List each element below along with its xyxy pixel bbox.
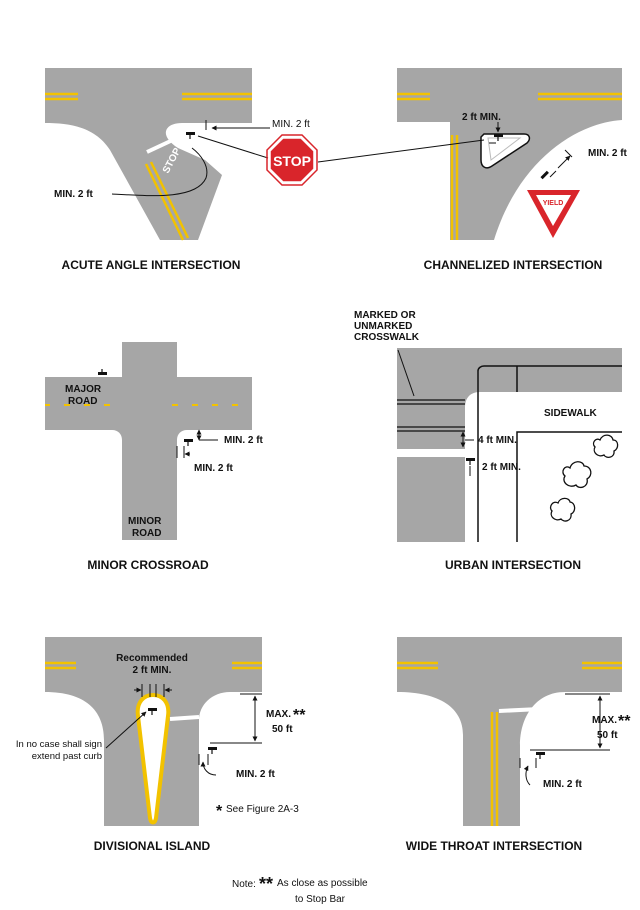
svg-text:**: ** <box>618 713 631 730</box>
note-prefix: Note: <box>232 879 256 890</box>
stop-sign-icon: STOP <box>266 134 318 186</box>
urban-stop-bar <box>397 449 465 457</box>
minor-caption: MINOR CROSSROAD <box>87 558 209 572</box>
minor-road <box>45 342 252 540</box>
divisional-min-leader <box>200 761 217 776</box>
urban-crosswalk-1: MARKED OR <box>354 310 416 321</box>
divisional-recommended-1: Recommended <box>116 653 188 664</box>
minor-crossroad-panel: MIN. 2 ft MIN. 2 ft MAJOR ROAD MINOR ROA… <box>45 342 264 572</box>
divisional-max-1: MAX. <box>266 709 291 720</box>
note-text-1: As close as possible <box>277 878 368 889</box>
channelized-min-right: MIN. 2 ft <box>588 148 628 159</box>
wide-throat-max-1: MAX. <box>592 715 617 726</box>
wide-throat-centerline-left <box>397 661 438 670</box>
acute-min-top: MIN. 2 ft <box>272 119 310 130</box>
divisional-centerline-left <box>45 661 76 670</box>
acute-sign-icon <box>186 132 195 139</box>
urban-crosswalk-lines <box>397 399 465 432</box>
urban-min-4: 4 ft MIN. <box>478 435 517 446</box>
footnote: Note: ** As close as possible to Stop Ba… <box>232 874 368 905</box>
wide-throat-caption: WIDE THROAT INTERSECTION <box>406 839 582 853</box>
divisional-panel: Recommended 2 ft MIN. In no case shall s… <box>16 637 306 853</box>
channelized-caption: CHANNELIZED INTERSECTION <box>424 258 603 272</box>
wide-throat-min-leader <box>523 765 531 786</box>
wide-throat-stop-bar <box>498 707 541 713</box>
note-text-2: to Stop Bar <box>295 894 346 905</box>
yield-sign-icon: YIELD <box>527 190 580 238</box>
divisional-min-bottom: MIN. 2 ft <box>236 769 276 780</box>
wide-throat-min-bottom: MIN. 2 ft <box>543 779 583 790</box>
acute-leader-stop <box>197 135 269 159</box>
channelized-vertical-centerline <box>450 135 459 240</box>
wide-throat-vertical-centerline <box>490 712 499 826</box>
divisional-sign-icon <box>148 708 157 715</box>
urban-crosswalk-leader <box>397 349 415 397</box>
divisional-dim-top <box>134 684 172 697</box>
divisional-no-case-2: extend past curb <box>32 751 102 762</box>
tree-icon-1 <box>592 434 619 458</box>
divisional-max-2: 50 ft <box>272 724 293 735</box>
divisional-sign-icon-right <box>208 747 217 754</box>
wide-throat-max-2: 50 ft <box>597 730 618 741</box>
yield-sign-text: YIELD <box>543 200 564 207</box>
stop-sign-text: STOP <box>273 153 311 169</box>
channelized-island <box>480 133 531 169</box>
acute-leader-left <box>111 147 208 197</box>
minor-road-label-2: ROAD <box>132 528 161 539</box>
svg-text:*: * <box>216 803 223 820</box>
divisional-no-case-1: In no case shall sign <box>16 739 102 750</box>
wide-throat-panel: MAX. ** 50 ft MIN. 2 ft WIDE THROAT INTE… <box>397 637 631 853</box>
channelized-dim <box>557 155 571 169</box>
minor-min-bottom: MIN. 2 ft <box>194 463 234 474</box>
divisional-caption: DIVISIONAL ISLAND <box>94 839 211 853</box>
acute-angle-panel: STOP MIN. 2 ft MIN. 2 ft STOP ACUTE ANGL… <box>45 68 318 272</box>
wide-throat-road <box>397 637 622 826</box>
divisional-see-figure: See Figure 2A-3 <box>226 804 299 815</box>
major-road-label-2: ROAD <box>68 396 97 407</box>
urban-min-2: 2 ft MIN. <box>482 462 521 473</box>
divisional-no-case-leader <box>105 711 147 749</box>
divisional-centerline-right <box>232 661 262 670</box>
channelized-min-top: 2 ft MIN. <box>462 112 501 123</box>
acute-stop-bar <box>146 136 178 154</box>
acute-min-left: MIN. 2 ft <box>54 189 94 200</box>
acute-caption: ACUTE ANGLE INTERSECTION <box>62 258 241 272</box>
major-road-label-1: MAJOR <box>65 384 102 395</box>
wide-throat-centerline-right <box>582 661 622 670</box>
urban-caption: URBAN INTERSECTION <box>445 558 581 572</box>
channelized-yield-post-icon <box>540 170 549 180</box>
tree-icon-2 <box>562 461 592 489</box>
acute-centerline-left <box>45 92 78 101</box>
divisional-recommended-2: 2 ft MIN. <box>133 665 172 676</box>
wide-throat-sign-icon <box>536 752 545 759</box>
urban-sign-icon <box>466 458 475 465</box>
urban-sidewalk-lines <box>477 365 622 542</box>
minor-sign-icon-top <box>98 369 107 375</box>
minor-sign-icon-bottom <box>184 439 193 446</box>
channelized-centerline-left <box>397 92 430 101</box>
acute-diagonal-centerline <box>144 161 190 241</box>
urban-crosswalk-3: CROSSWALK <box>354 332 420 343</box>
minor-road-label-1: MINOR <box>128 516 162 527</box>
divisional-stop-bar <box>169 715 200 721</box>
acute-centerline-right <box>182 92 252 101</box>
minor-min-right: MIN. 2 ft <box>224 435 264 446</box>
acute-road <box>45 68 252 240</box>
channelized-panel: 2 ft MIN. MIN. 2 ft YIELD CHANNELIZED IN… <box>317 68 628 272</box>
channelized-sign-icon <box>494 134 503 141</box>
urban-road <box>397 348 622 542</box>
svg-text:**: ** <box>259 874 273 894</box>
svg-text:**: ** <box>293 707 306 724</box>
tree-icon-3 <box>549 497 576 522</box>
channelized-centerline-right <box>538 92 622 101</box>
urban-sidewalk: SIDEWALK <box>544 408 598 419</box>
urban-panel: SIDEWALK 4 ft MIN. 2 ft MIN. MARKED OR U… <box>354 310 622 572</box>
channelized-leader-stop <box>317 139 485 163</box>
divisional-island <box>135 692 171 825</box>
urban-crosswalk-2: UNMARKED <box>354 321 412 332</box>
